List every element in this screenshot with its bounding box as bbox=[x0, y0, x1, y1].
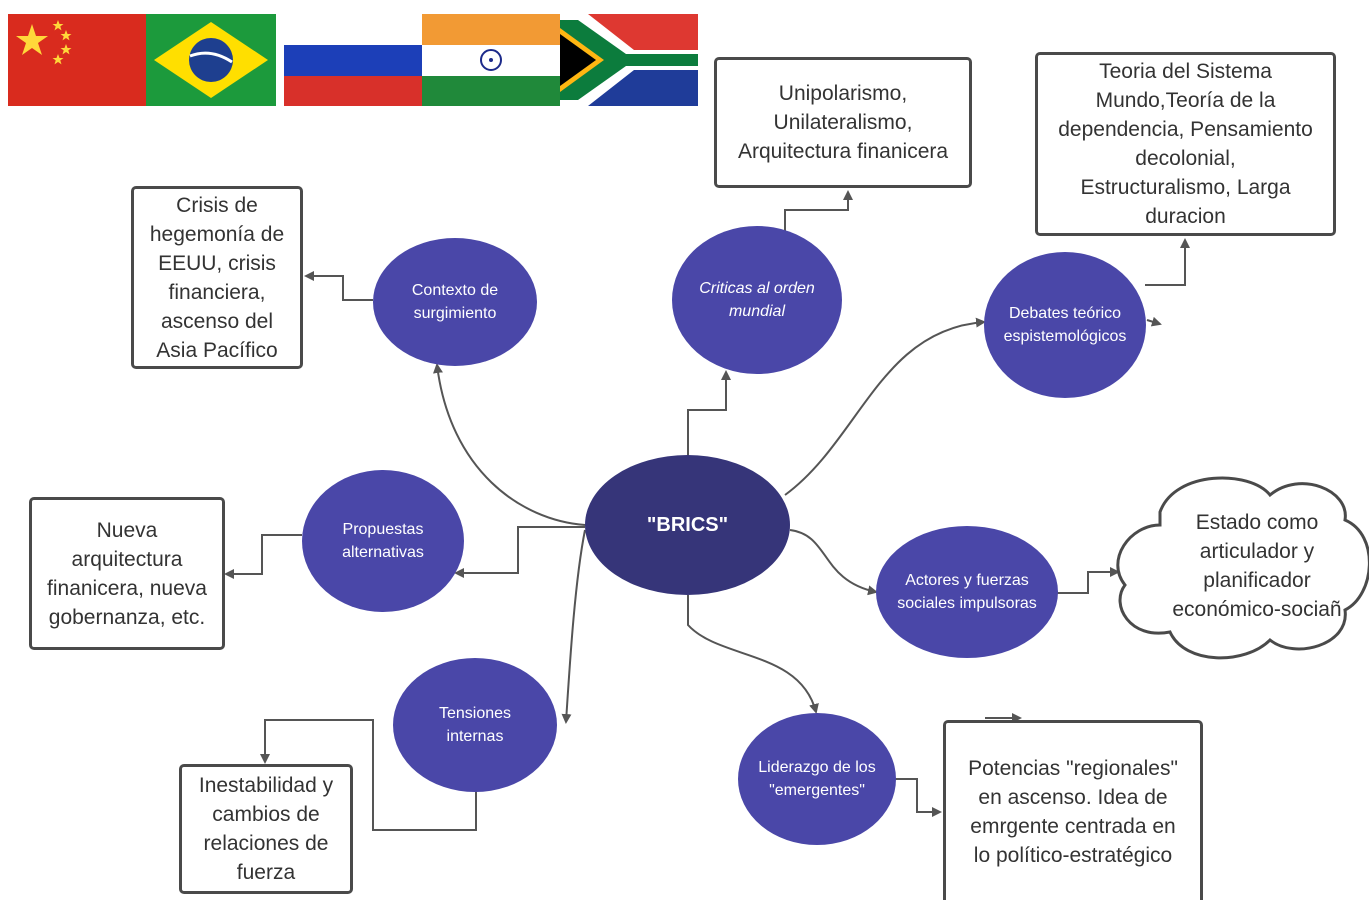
link-center-contexto bbox=[433, 363, 586, 526]
node-liderazgo-emergentes: Liderazgo de los "emergentes" bbox=[738, 713, 896, 845]
link-center-debates bbox=[784, 317, 986, 496]
russia-flag bbox=[284, 14, 422, 106]
link-center-propuestas bbox=[454, 526, 585, 578]
brazil-flag bbox=[146, 14, 284, 106]
box-contexto-detalle: Crisis de hegemonía de EEUU, crisis fina… bbox=[131, 186, 303, 369]
actores-cloud-shape bbox=[1116, 476, 1369, 660]
node-propuestas-alternativas: Propuestas alternativas bbox=[302, 470, 464, 612]
link-center-actores bbox=[789, 529, 878, 596]
south-africa-flag bbox=[560, 14, 698, 106]
link-tensiones-box bbox=[260, 719, 477, 831]
center-node-brics: "BRICS" bbox=[585, 455, 790, 595]
link-actores-cloud bbox=[1057, 567, 1120, 594]
link-center-liderazgo bbox=[687, 595, 819, 714]
link-debates-box bbox=[1145, 238, 1190, 286]
cloud-actores-detalle: Estado como articulador y planificador e… bbox=[1172, 511, 1342, 621]
node-debates-teoricos: Debates teórico espistemológicos bbox=[984, 252, 1146, 398]
link-center-criticas bbox=[687, 370, 731, 460]
link-contexto-box bbox=[304, 271, 373, 301]
china-flag bbox=[8, 14, 146, 106]
link-propuestas-box bbox=[224, 534, 302, 579]
link-liderazgo-box bbox=[893, 778, 942, 817]
node-tensiones-internas: Tensiones internas bbox=[393, 658, 557, 792]
link-criticas-box bbox=[784, 190, 853, 232]
box-propuestas-detalle: Nueva arquitectura finanicera, nueva gob… bbox=[29, 497, 225, 650]
node-actores-fuerzas: Actores y fuerzas sociales impulsoras bbox=[876, 526, 1058, 658]
india-flag bbox=[422, 14, 560, 106]
box-debates-detalle: Teoria del Sistema Mundo,Teoría de la de… bbox=[1035, 52, 1336, 236]
node-contexto-surgimiento: Contexto de surgimiento bbox=[373, 238, 537, 366]
node-criticas-orden-mundial: Criticas al orden mundial bbox=[672, 226, 842, 374]
box-liderazgo-detalle: Potencias "regionales" en ascenso. Idea … bbox=[943, 720, 1203, 900]
brics-flags bbox=[8, 14, 698, 106]
link-center-tensiones bbox=[561, 529, 586, 724]
box-tensiones-detalle: Inestabilidad y cambios de relaciones de… bbox=[179, 764, 353, 894]
box-criticas-detalle: Unipolarismo, Unilateralismo, Arquitectu… bbox=[714, 57, 972, 188]
